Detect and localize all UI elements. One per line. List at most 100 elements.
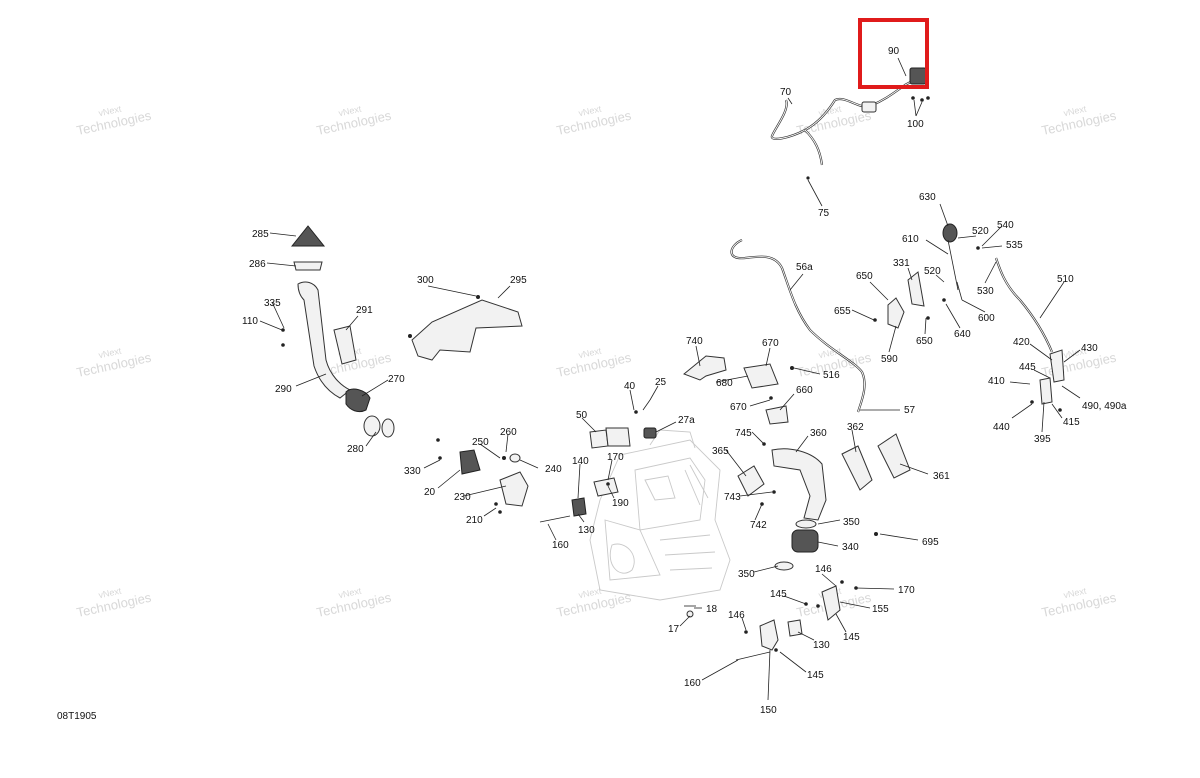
callout-57: 57 <box>904 405 916 416</box>
watermark: vNext Technologies <box>75 586 153 621</box>
drawing-code: 08T1905 <box>57 711 97 722</box>
callout-70: 70 <box>780 87 792 98</box>
svg-text:vNext: vNext <box>578 346 603 361</box>
callout-655: 655 <box>834 306 851 317</box>
filter-group-340 <box>774 519 878 571</box>
heat-shield-295 <box>408 295 523 361</box>
engine-ghost <box>589 429 731 601</box>
callout-742: 742 <box>750 520 767 531</box>
callout-590: 590 <box>881 354 898 365</box>
callout-286: 286 <box>249 259 266 270</box>
watermark: vNext Technologies <box>75 346 153 381</box>
callout-295: 295 <box>510 275 527 286</box>
callout-430: 430 <box>1081 343 1098 354</box>
watermark: vNext Technologies <box>315 104 393 139</box>
callout-27a: 27a <box>678 415 695 426</box>
bottom-bracket-group <box>684 580 858 661</box>
callout-350: 350 <box>843 517 860 528</box>
intake-assembly-left <box>281 225 395 438</box>
actuator-group-140 <box>539 477 619 523</box>
callout-360: 360 <box>810 428 827 439</box>
callout-670: 670 <box>762 338 779 349</box>
callout-75: 75 <box>818 208 830 219</box>
callout-330: 330 <box>404 466 421 477</box>
watermark: vNext Technologies <box>555 104 633 139</box>
callout-516: 516 <box>823 370 840 381</box>
callout-labels: 90 100 70 75 630 520 540 535 610 331 520… <box>242 46 1127 716</box>
callout-680: 680 <box>716 378 733 389</box>
hose-56a <box>730 238 866 413</box>
callout-160: 160 <box>552 540 569 551</box>
callout-260: 260 <box>500 427 517 438</box>
watermark: vNext Technologies <box>1040 586 1118 621</box>
callout-130: 130 <box>813 640 830 651</box>
watermark: vNext Technologies <box>555 586 633 621</box>
intake-duct-360 <box>737 433 911 521</box>
callout-445: 445 <box>1019 362 1036 373</box>
callout-340: 340 <box>842 542 859 553</box>
callout-270: 270 <box>388 374 405 385</box>
callout-395: 395 <box>1034 434 1051 445</box>
callout-56a: 56a <box>796 262 813 273</box>
cable-assembly-70 <box>770 67 930 180</box>
svg-text:vNext: vNext <box>98 346 123 361</box>
watermark: vNext Technologies <box>315 586 393 621</box>
callout-335: 335 <box>264 298 281 309</box>
svg-text:vNext: vNext <box>578 586 603 601</box>
callout-361: 361 <box>933 471 950 482</box>
callout-170: 170 <box>898 585 915 596</box>
callout-630: 630 <box>919 192 936 203</box>
svg-text:vNext: vNext <box>1063 104 1088 119</box>
callout-285: 285 <box>252 229 269 240</box>
svg-text:vNext: vNext <box>338 104 363 119</box>
callout-745: 745 <box>735 428 752 439</box>
callout-145: 145 <box>807 670 824 681</box>
callout-650: 650 <box>916 336 933 347</box>
callout-420: 420 <box>1013 337 1030 348</box>
callout-410: 410 <box>988 376 1005 387</box>
mount-group-230 <box>436 438 529 514</box>
callout-170: 170 <box>607 452 624 463</box>
callout-291: 291 <box>356 305 373 316</box>
callout-535: 535 <box>1006 240 1023 251</box>
callout-440: 440 <box>993 422 1010 433</box>
callout-40: 40 <box>624 381 636 392</box>
callout-350: 350 <box>738 569 755 580</box>
svg-text:vNext: vNext <box>338 586 363 601</box>
bracket-group-740 <box>683 355 794 425</box>
callout-300: 300 <box>417 275 434 286</box>
callout-210: 210 <box>466 515 483 526</box>
svg-text:vNext: vNext <box>1063 346 1088 361</box>
callout-331: 331 <box>893 258 910 269</box>
callout-740: 740 <box>686 336 703 347</box>
callout-150: 150 <box>760 705 777 716</box>
callout-490: 490, 490a <box>1082 401 1127 412</box>
callout-230: 230 <box>454 492 471 503</box>
callout-365: 365 <box>712 446 729 457</box>
callout-510: 510 <box>1057 274 1074 285</box>
callout-250: 250 <box>472 437 489 448</box>
callout-600: 600 <box>978 313 995 324</box>
callout-650: 650 <box>856 271 873 282</box>
callout-610: 610 <box>902 234 919 245</box>
callout-530: 530 <box>977 286 994 297</box>
callout-140: 140 <box>572 456 589 467</box>
sensor-group-40 <box>589 399 657 449</box>
callout-520: 520 <box>972 226 989 237</box>
callout-110: 110 <box>242 316 258 327</box>
callout-100: 100 <box>907 119 924 130</box>
callout-145: 145 <box>770 589 787 600</box>
callout-155: 155 <box>872 604 889 615</box>
callout-145: 145 <box>843 632 860 643</box>
throttle-linkage <box>873 223 1065 412</box>
callout-520: 520 <box>924 266 941 277</box>
svg-text:vNext: vNext <box>98 104 123 119</box>
svg-text:vNext: vNext <box>1063 586 1088 601</box>
watermark: vNext Technologies <box>1040 104 1118 139</box>
svg-text:vNext: vNext <box>98 586 123 601</box>
callout-146: 146 <box>728 610 745 621</box>
callout-280: 280 <box>347 444 364 455</box>
highlight-box-part-90 <box>858 18 929 89</box>
callout-50: 50 <box>576 410 588 421</box>
